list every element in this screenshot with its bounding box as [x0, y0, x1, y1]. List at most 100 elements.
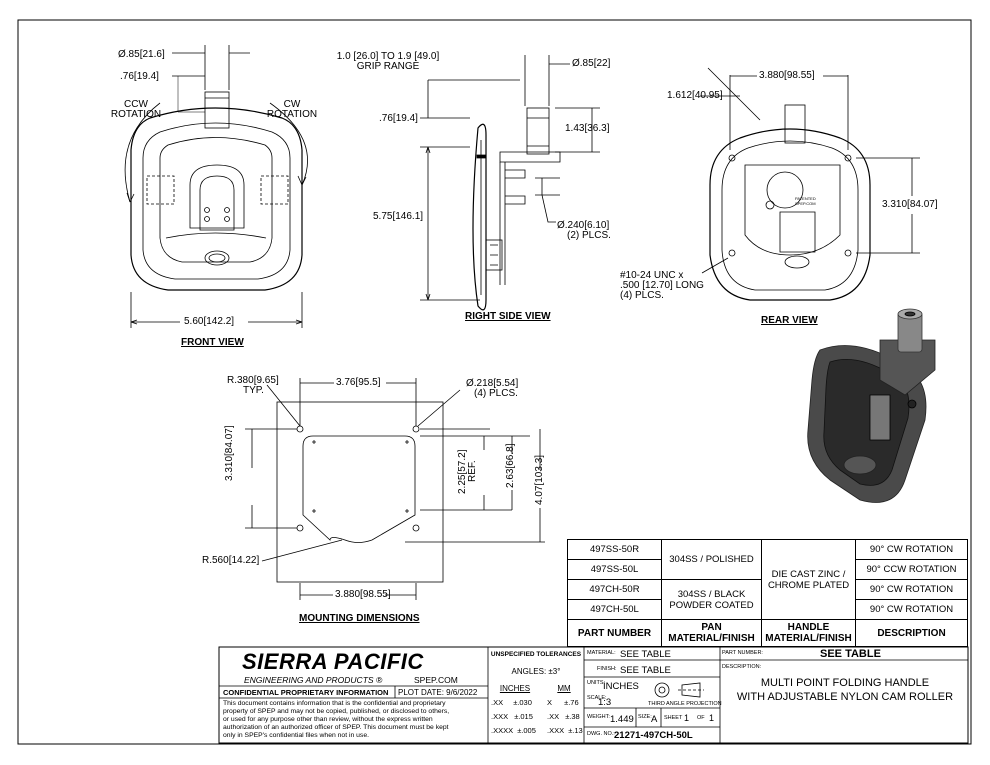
side-240-mm: 6.10	[587, 220, 607, 231]
weight-value: 1.449	[610, 714, 634, 725]
mount-3880: 3.880[98.55]	[335, 589, 391, 600]
front-width-value: 5.60	[184, 316, 204, 327]
tol-mmv-1: ±.76	[564, 698, 579, 707]
header-handle-line2: MATERIAL/FINISH	[765, 633, 852, 644]
material-value: SEE TABLE	[620, 649, 671, 660]
tol-inv-1: ±.030	[513, 698, 532, 707]
grip-line2: GRIP RANGE	[356, 61, 420, 72]
part-cell-1: 497SS-50R	[567, 539, 662, 560]
front-dia-value: Ø.85	[118, 49, 140, 60]
rear-view-title: REAR VIEW	[761, 315, 818, 326]
side-dia-value: Ø.85	[572, 58, 594, 69]
mount-3310-mm: 84.07	[224, 428, 235, 454]
side-575-mm: 146.1	[395, 211, 421, 222]
side-view-drawing	[420, 55, 600, 311]
front-dia-dim: Ø.85[21.6]	[118, 49, 165, 60]
dia218-plcs: (4) PLCS.	[474, 388, 518, 399]
mount-263: 2.63[66.8]	[505, 443, 516, 489]
thread-line3: (4) PLCS.	[620, 290, 664, 301]
part-cell-4: 497CH-50L	[567, 599, 662, 620]
finish-value: SEE TABLE	[620, 665, 671, 676]
part-number-value: SEE TABLE	[820, 648, 881, 660]
header-handle-line1: HANDLE	[787, 622, 830, 633]
part-number-label: PART NUMBER:	[722, 650, 763, 656]
scale-label: SCALE:	[587, 695, 607, 701]
thread-line2: .500 [12.70] LONG	[620, 280, 704, 291]
tol-inv-2: ±.015	[514, 712, 533, 721]
tol-mm-2: .XX	[547, 712, 560, 721]
registered-mark: ®	[375, 675, 383, 685]
description-value: MULTI POINT FOLDING HANDLE WITH ADJUSTABL…	[722, 676, 968, 704]
mount-3310: 3.310[84.07]	[224, 425, 235, 481]
tol-row-2: .XXX ±.015	[491, 712, 533, 722]
notice-line5: only in SPEP's confidential files when n…	[223, 731, 370, 739]
front-dia-mm: 21.6	[142, 49, 162, 60]
side-575-dim: 5.75[146.1]	[373, 211, 424, 222]
dia218-mm: 5.54	[496, 378, 516, 389]
mount-376-value: 3.76	[336, 377, 356, 388]
rear-1612-mm: 40.95	[694, 90, 720, 101]
front-view-title: FRONT VIEW	[181, 337, 244, 348]
notice-line2: property of SPEP and may not be copied, …	[223, 707, 450, 715]
header-part-number: PART NUMBER	[567, 619, 662, 647]
mount-407-value: 4.07	[534, 485, 545, 505]
tol-in-1: .XX	[491, 698, 504, 707]
desc-line1: MULTI POINT FOLDING HANDLE	[760, 677, 930, 689]
cw-line1: CW	[283, 99, 301, 110]
mount-225-ref: REF.	[467, 460, 478, 482]
size-label: SIZE:	[638, 714, 652, 720]
side-143-dim: 1.43[36.3]	[565, 123, 610, 134]
rear-1612-value: 1.612	[667, 90, 693, 101]
grip-line1: 1.0 [26.0] TO 1.9 [49.0]	[336, 51, 440, 62]
tol-mm-3: .XXX	[547, 726, 565, 735]
r560-mm: 14.22	[231, 555, 257, 566]
side-76-value: .76	[379, 113, 393, 124]
rear-3880-dim: 3.880[98.55]	[759, 70, 815, 81]
tol-row-3: .XXXX ±.005	[491, 726, 536, 736]
size-value: A	[651, 714, 658, 725]
desc-line2: WITH ADJUSTABLE NYLON CAM ROLLER	[736, 691, 954, 703]
mount-407: 4.07[103.3]	[534, 454, 545, 505]
confidential-notice: This document contains information that …	[223, 700, 449, 740]
front-76-dim: .76[19.4]	[120, 71, 159, 82]
rear-3310-value: 3.310	[882, 199, 908, 210]
handle-line1: DIE CAST ZINC /	[771, 568, 846, 580]
part-cell-2: 497SS-50L	[567, 559, 662, 580]
plot-date: PLOT DATE: 9/6/2022	[398, 688, 477, 698]
side-240-plcs: (2) PLCS.	[567, 230, 611, 241]
ccw-line2: ROTATION	[110, 109, 162, 120]
stamp-line2: SPEP.COM	[795, 201, 816, 206]
r380-value: R.380	[227, 375, 254, 386]
thread-line1: #10-24 UNC x	[620, 270, 684, 281]
tol-row-1: .XX ±.030	[491, 698, 532, 708]
third-angle-projection-icon	[654, 682, 704, 698]
tol-mmv-3: ±.13	[568, 726, 583, 735]
mount-376-mm: 95.5	[358, 377, 378, 388]
sheet-value: 1	[684, 713, 690, 723]
header-description: DESCRIPTION	[855, 619, 968, 647]
tol-mmv-2: ±.38	[565, 712, 580, 721]
mounting-title: MOUNTING DIMENSIONS	[299, 613, 420, 624]
r560-value: R.560	[202, 555, 229, 566]
title-block-frame	[218, 646, 969, 744]
mount-3880-value: 3.880	[335, 589, 361, 600]
side-dia-dim: Ø.85[22]	[572, 58, 611, 69]
mount-263-value: 2.63	[505, 468, 516, 488]
front-76-mm: 19.4	[136, 71, 157, 82]
mount-3880-mm: 98.55	[362, 589, 388, 600]
mount-r560: R.560[14.22]	[202, 555, 260, 566]
notice-line4: authorization of an authorized officer o…	[223, 723, 449, 731]
tol-in-2: .XXX	[491, 712, 509, 721]
ccw-line1: CCW	[124, 99, 148, 110]
side-view-title: RIGHT SIDE VIEW	[465, 311, 551, 322]
rear-1612-dim: 1.612[40.95]	[667, 90, 723, 101]
rear-3880-mm: 98.55	[786, 70, 812, 81]
description-label: DESCRIPTION:	[722, 664, 762, 670]
rear-3310-dim: 3.310[84.07]	[882, 199, 938, 210]
side-240-value: Ø.240	[557, 220, 585, 231]
weight-label: WEIGHT:	[587, 714, 610, 720]
tol-inv-3: ±.005	[517, 726, 536, 735]
